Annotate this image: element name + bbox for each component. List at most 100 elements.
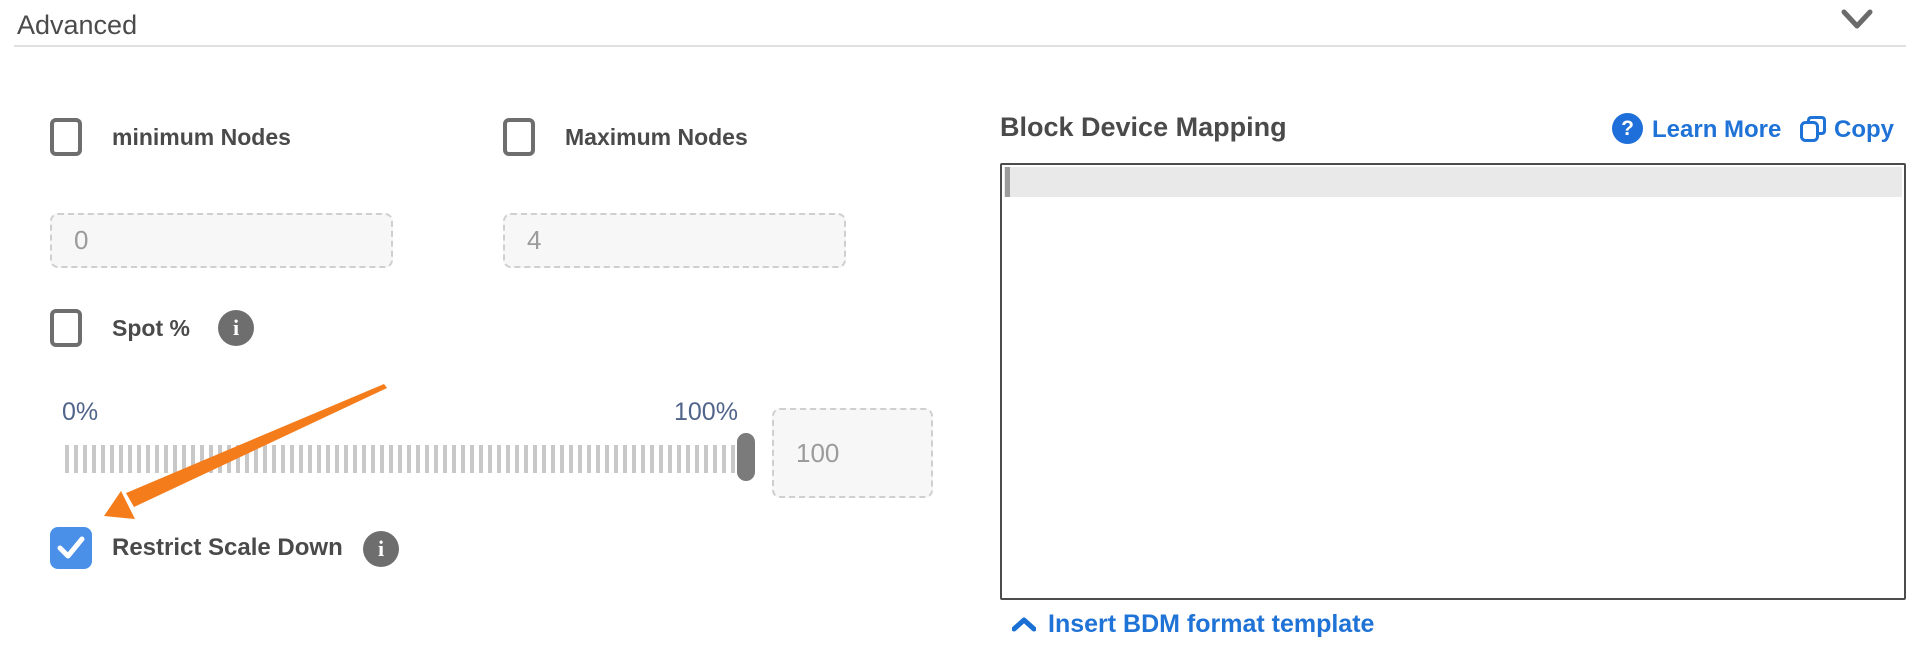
spot-percentage-value-input[interactable] bbox=[772, 408, 933, 498]
slider-tick bbox=[524, 445, 528, 473]
spot-info-icon[interactable]: i bbox=[218, 310, 254, 346]
slider-tick bbox=[434, 445, 438, 473]
slider-tick bbox=[227, 445, 231, 473]
slider-tick bbox=[164, 445, 168, 473]
slider-tick bbox=[560, 445, 564, 473]
slider-tick bbox=[614, 445, 618, 473]
editor-text-cursor bbox=[1005, 167, 1010, 197]
slider-tick bbox=[470, 445, 474, 473]
bdm-editor[interactable] bbox=[1000, 163, 1906, 600]
slider-tick bbox=[146, 445, 150, 473]
slider-tick bbox=[389, 445, 393, 473]
slider-tick bbox=[488, 445, 492, 473]
slider-tick bbox=[254, 445, 258, 473]
learn-more-link[interactable]: Learn More bbox=[1652, 116, 1782, 143]
slider-tick bbox=[704, 445, 708, 473]
slider-tick bbox=[119, 445, 123, 473]
minimum-nodes-input[interactable] bbox=[50, 213, 393, 268]
insert-bdm-template-link[interactable]: Insert BDM format template bbox=[1048, 610, 1375, 638]
minimum-nodes-label: minimum Nodes bbox=[112, 124, 291, 150]
slider-tick bbox=[650, 445, 654, 473]
slider-tick bbox=[245, 445, 249, 473]
slider-tick bbox=[416, 445, 420, 473]
slider-tick bbox=[443, 445, 447, 473]
slider-tick bbox=[353, 445, 357, 473]
slider-tick bbox=[155, 445, 159, 473]
slider-tick bbox=[623, 445, 627, 473]
restrict-scale-down-checkbox[interactable] bbox=[50, 527, 92, 569]
slider-tick bbox=[218, 445, 222, 473]
slider-tick bbox=[344, 445, 348, 473]
spot-slider-track[interactable] bbox=[65, 445, 741, 473]
slider-max-label: 100% bbox=[674, 398, 738, 426]
slider-tick bbox=[407, 445, 411, 473]
slider-tick bbox=[371, 445, 375, 473]
slider-tick bbox=[668, 445, 672, 473]
template-chevron-up-icon[interactable] bbox=[1012, 617, 1036, 632]
slider-min-label: 0% bbox=[62, 398, 99, 426]
slider-tick bbox=[542, 445, 546, 473]
slider-tick bbox=[722, 445, 726, 473]
slider-tick bbox=[317, 445, 321, 473]
restrict-scale-down-label: Restrict Scale Down bbox=[112, 534, 343, 561]
spot-slider-handle[interactable] bbox=[737, 433, 755, 481]
spot-percentage-checkbox[interactable] bbox=[50, 309, 82, 347]
slider-tick bbox=[200, 445, 204, 473]
slider-tick bbox=[380, 445, 384, 473]
slider-tick bbox=[209, 445, 213, 473]
slider-tick bbox=[677, 445, 681, 473]
slider-tick bbox=[65, 445, 69, 473]
slider-tick bbox=[74, 445, 78, 473]
maximum-nodes-input[interactable] bbox=[503, 213, 846, 268]
slider-tick bbox=[110, 445, 114, 473]
slider-tick bbox=[191, 445, 195, 473]
minimum-nodes-checkbox[interactable] bbox=[50, 118, 82, 156]
slider-tick bbox=[641, 445, 645, 473]
slider-tick bbox=[515, 445, 519, 473]
slider-tick bbox=[569, 445, 573, 473]
learn-more-question-icon[interactable]: ? bbox=[1612, 113, 1643, 144]
copy-link[interactable]: Copy bbox=[1834, 116, 1894, 143]
slider-tick bbox=[479, 445, 483, 473]
slider-tick bbox=[686, 445, 690, 473]
slider-tick bbox=[101, 445, 105, 473]
maximum-nodes-label: Maximum Nodes bbox=[565, 124, 748, 150]
collapse-section-chevron-down-icon[interactable] bbox=[1841, 8, 1873, 32]
slider-tick bbox=[128, 445, 132, 473]
slider-tick bbox=[308, 445, 312, 473]
slider-tick bbox=[596, 445, 600, 473]
slider-tick bbox=[92, 445, 96, 473]
slider-tick bbox=[497, 445, 501, 473]
bdm-section-title: Block Device Mapping bbox=[1000, 112, 1287, 142]
slider-tick bbox=[362, 445, 366, 473]
slider-tick bbox=[272, 445, 276, 473]
slider-tick bbox=[587, 445, 591, 473]
copy-icon[interactable] bbox=[1799, 114, 1827, 144]
slider-tick bbox=[731, 445, 735, 473]
slider-tick bbox=[425, 445, 429, 473]
slider-tick bbox=[335, 445, 339, 473]
slider-tick bbox=[578, 445, 582, 473]
slider-tick bbox=[83, 445, 87, 473]
slider-tick bbox=[551, 445, 555, 473]
slider-tick bbox=[605, 445, 609, 473]
slider-tick bbox=[326, 445, 330, 473]
spot-percentage-label: Spot % bbox=[112, 315, 190, 341]
slider-tick bbox=[632, 445, 636, 473]
restrict-scale-down-info-icon[interactable]: i bbox=[363, 531, 399, 567]
maximum-nodes-checkbox[interactable] bbox=[503, 118, 535, 156]
slider-tick bbox=[137, 445, 141, 473]
slider-tick bbox=[263, 445, 267, 473]
section-divider bbox=[14, 45, 1906, 47]
slider-tick bbox=[452, 445, 456, 473]
slider-tick bbox=[533, 445, 537, 473]
slider-tick bbox=[398, 445, 402, 473]
slider-tick bbox=[236, 445, 240, 473]
slider-tick bbox=[281, 445, 285, 473]
slider-tick bbox=[695, 445, 699, 473]
slider-tick bbox=[713, 445, 717, 473]
slider-tick bbox=[290, 445, 294, 473]
slider-tick bbox=[506, 445, 510, 473]
slider-tick bbox=[659, 445, 663, 473]
